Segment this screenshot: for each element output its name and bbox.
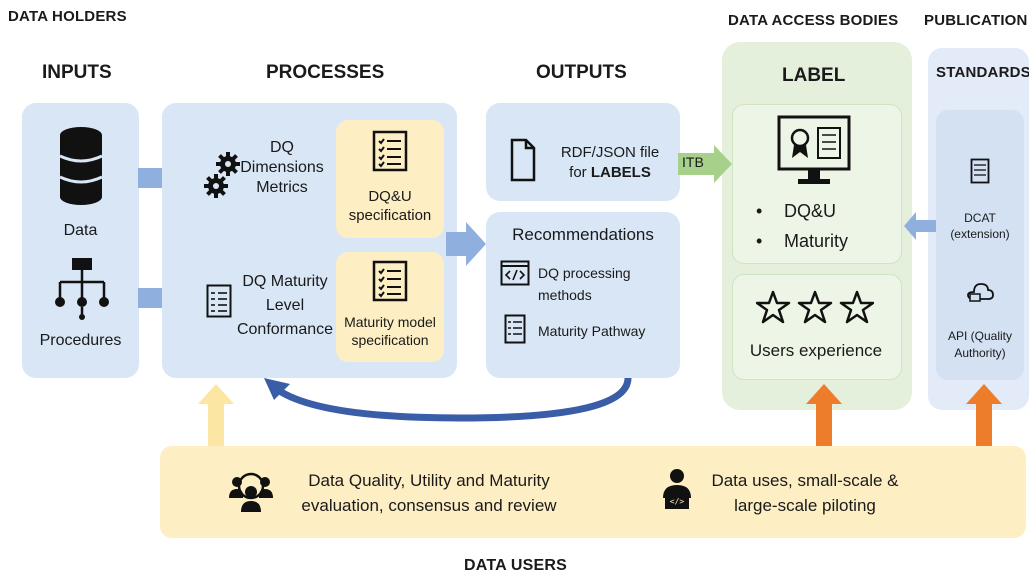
itb-arrow bbox=[678, 145, 732, 183]
hierarchy-icon bbox=[55, 258, 109, 320]
bullet-maturity: Maturity bbox=[756, 226, 848, 256]
review-group-icon bbox=[229, 472, 273, 512]
header-standards: STANDARDS bbox=[936, 64, 1029, 81]
evaluation-line2: evaluation, consensus and review bbox=[301, 496, 557, 515]
maturity-pathway-text: Maturity Pathway bbox=[538, 323, 646, 339]
cloud-api-icon bbox=[967, 283, 994, 302]
header-data-access-bodies: DATA ACCESS BODIES bbox=[728, 12, 899, 29]
header-processes: PROCESSES bbox=[266, 62, 385, 83]
header-outputs: OUTPUTS bbox=[536, 62, 627, 83]
dq-dimensions-line3: Metrics bbox=[256, 179, 308, 196]
rdf-line2-prefix: for bbox=[569, 164, 591, 181]
api-line1: API (Quality bbox=[947, 329, 1013, 343]
maturity-spec-line2: specification bbox=[351, 331, 429, 348]
dqu-spec-text: DQ&U specification bbox=[336, 188, 444, 226]
dq-maturity-line1: DQ Maturity bbox=[242, 273, 328, 290]
itb-label: ITB bbox=[682, 154, 704, 170]
feedback-loop-arrow bbox=[264, 377, 632, 422]
arrow-up-yellow bbox=[198, 384, 234, 446]
api-line2: Authority) bbox=[954, 346, 1006, 360]
header-data-users: DATA USERS bbox=[464, 557, 568, 574]
header-inputs: INPUTS bbox=[42, 62, 112, 83]
recommendations-title: Recommendations bbox=[512, 225, 654, 244]
bullet-dqu: DQ&U bbox=[756, 196, 848, 226]
dcat-text: DCAT (extension) bbox=[936, 210, 1024, 242]
arrow-up-orange-standards bbox=[966, 384, 1002, 446]
dq-maturity-line3: Conformance bbox=[236, 321, 334, 338]
dq-dimensions-line2: Dimensions bbox=[240, 159, 324, 176]
header-publication: PUBLICATION bbox=[924, 12, 1028, 29]
arrow-processes-to-outputs bbox=[446, 222, 486, 266]
dq-processing-line1: DQ processing bbox=[538, 265, 631, 281]
rdf-text: RDF/JSON file for LABELS bbox=[540, 143, 680, 183]
rdf-line2-bold: LABELS bbox=[590, 164, 651, 181]
label-bullets: DQ&U Maturity bbox=[756, 196, 848, 256]
dq-processing-line2: methods bbox=[538, 287, 592, 303]
api-text: API (Quality Authority) bbox=[936, 328, 1024, 362]
dcat-line2: (extension) bbox=[950, 227, 1010, 241]
dqu-spec-line2: specification bbox=[348, 206, 432, 224]
rdf-line2: for LABELS bbox=[540, 163, 680, 183]
dqu-spec-box bbox=[336, 120, 444, 238]
uses-text: Data uses, small-scale & large-scale pil… bbox=[700, 468, 910, 518]
user-laptop-icon: </> bbox=[663, 469, 691, 509]
evaluation-text: Data Quality, Utility and Maturity evalu… bbox=[284, 468, 574, 518]
stars-icon bbox=[756, 290, 874, 324]
users-experience-box bbox=[732, 274, 902, 380]
checklist-pathway-icon bbox=[504, 314, 526, 344]
dcat-document-icon bbox=[970, 158, 990, 184]
rdf-panel bbox=[486, 103, 680, 201]
recommendations-panel bbox=[486, 212, 680, 378]
checklist-small-icon bbox=[206, 284, 232, 318]
uses-line2: large-scale piloting bbox=[734, 496, 876, 515]
rdf-line1: RDF/JSON file bbox=[560, 144, 660, 161]
header-data-holders: DATA HOLDERS bbox=[8, 8, 127, 25]
procedures-label: Procedures bbox=[39, 332, 122, 349]
svg-text:</>: </> bbox=[670, 497, 685, 506]
code-window-icon bbox=[500, 260, 530, 286]
users-experience-text: Users experience bbox=[749, 341, 883, 360]
standards-inner bbox=[936, 110, 1024, 380]
uses-line1: Data uses, small-scale & bbox=[711, 471, 899, 490]
dq-dimensions-line1: DQ bbox=[270, 139, 294, 156]
checklist-icon-2 bbox=[372, 260, 408, 302]
dq-maturity-line2: Level bbox=[265, 297, 305, 314]
data-label: Data bbox=[63, 222, 98, 239]
dq-maturity-text: DQ Maturity Level Conformance bbox=[232, 270, 338, 342]
gears-icon bbox=[204, 152, 240, 198]
dq-dimensions-text: DQ Dimensions Metrics bbox=[232, 138, 332, 198]
database-icon bbox=[59, 127, 103, 205]
arrow-up-orange-label bbox=[806, 384, 842, 446]
file-icon bbox=[510, 138, 536, 182]
header-label: LABEL bbox=[782, 65, 846, 86]
evaluation-line1: Data Quality, Utility and Maturity bbox=[308, 471, 550, 490]
dcat-line1: DCAT bbox=[964, 211, 996, 225]
dq-processing-text: DQ processing methods bbox=[538, 262, 668, 306]
maturity-spec-text: Maturity model specification bbox=[336, 314, 444, 349]
checklist-icon bbox=[372, 130, 408, 172]
certificate-monitor-icon bbox=[777, 115, 851, 184]
dqu-spec-line1: DQ&U bbox=[368, 188, 412, 205]
data-users-bar bbox=[160, 446, 1026, 538]
maturity-spec-line1: Maturity model bbox=[344, 314, 436, 330]
